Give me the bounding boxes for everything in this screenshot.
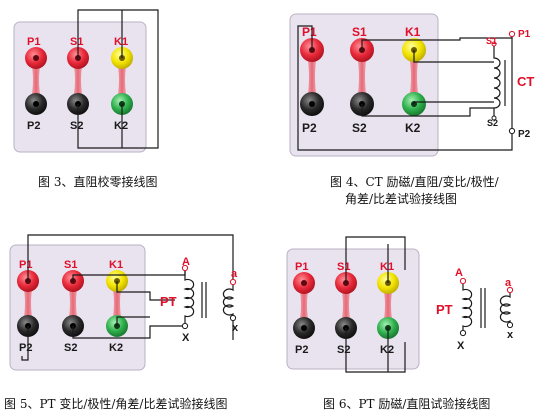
label-k1: K1 [405, 25, 421, 39]
ct-label-p1: P1 [518, 29, 531, 40]
pt-label-a: a [231, 268, 238, 280]
label-s2: S2 [70, 120, 83, 132]
pt-label-A: A [182, 256, 190, 268]
wire-s2 [345, 328, 406, 373]
wire-s2-X [72, 325, 185, 339]
ct-secondary-coil [493, 46, 501, 116]
label-s2: S2 [337, 344, 350, 356]
wire-p-loop [297, 25, 513, 151]
label-p1: P1 [27, 36, 40, 48]
caption-figure-3: 图 3、直阻校零接线图 [38, 175, 158, 189]
wire-s1 [345, 236, 406, 283]
pt-label-x: x [232, 322, 239, 334]
label-p2: P2 [27, 120, 40, 132]
label-k1: K1 [114, 36, 128, 48]
label-s2: S2 [64, 342, 77, 354]
ct-label-p2: P2 [518, 129, 531, 140]
wire-s2 [361, 104, 494, 117]
caption-figure-5: 图 5、PT 变比/极性/角差/比差试验接线图 [4, 397, 228, 411]
label-k1: K1 [380, 261, 394, 273]
pt-secondary-coil [499, 293, 512, 323]
label-s2: S2 [352, 121, 367, 135]
label-k2: K2 [405, 121, 421, 135]
wire-k1 [413, 50, 494, 63]
wire-p2 [21, 326, 29, 361]
wire-k1 [116, 281, 175, 301]
label-s1: S1 [352, 25, 367, 39]
label-s1: S1 [64, 259, 77, 271]
label-p2: P2 [302, 121, 317, 135]
figure-4: P1 S1 K1 P2 S2 K2 S1 P1 CT S2 P2 [289, 13, 534, 157]
wire-p1-a [27, 234, 234, 282]
pt-label-A: A [455, 267, 463, 279]
ct-label-s2: S2 [487, 118, 498, 128]
pt-secondary-coil [222, 285, 235, 316]
pt-label: PT [436, 302, 453, 317]
figure-3: P1 S1 K1 P2 S2 K2 [13, 9, 159, 153]
pt-label-X: X [182, 332, 190, 344]
pt-label-a: a [505, 277, 512, 289]
label-p2: P2 [295, 344, 308, 356]
caption-figure-4-line2: 角差/比差试验接线图 [345, 192, 458, 206]
label-p1: P1 [295, 261, 308, 273]
label-s1: S1 [337, 261, 350, 273]
label-p1: P1 [302, 25, 317, 39]
label-k1: K1 [109, 259, 123, 271]
wire-k2 [413, 101, 494, 104]
pt-primary-coil [461, 284, 473, 330]
ct-label-s1: S1 [486, 36, 497, 46]
caption-figure-6: 图 6、PT 励磁/直阻试验接线图 [323, 397, 491, 411]
label-k2: K2 [380, 344, 394, 356]
label-p2: P2 [19, 342, 32, 354]
ct-label: CT [517, 74, 534, 89]
label-s1: S1 [70, 36, 83, 48]
pt-primary-coil [183, 271, 195, 323]
label-p1: P1 [19, 259, 32, 271]
pt-label: PT [160, 294, 177, 309]
figure-5: P1 S1 K1 P2 S2 K2 A a PT X x [9, 234, 239, 371]
figure-6: P1 S1 K1 P2 S2 K2 A a PT X x [286, 236, 514, 373]
label-k2: K2 [114, 120, 128, 132]
caption-figure-4-line1: 图 4、CT 励磁/直阻/变比/极性/ [330, 175, 499, 189]
label-k2: K2 [109, 342, 123, 354]
pt-label-x: x [507, 329, 514, 341]
wire-k2 [116, 316, 150, 326]
pt-label-X: X [457, 340, 465, 352]
wire-loop-outer [77, 9, 159, 149]
